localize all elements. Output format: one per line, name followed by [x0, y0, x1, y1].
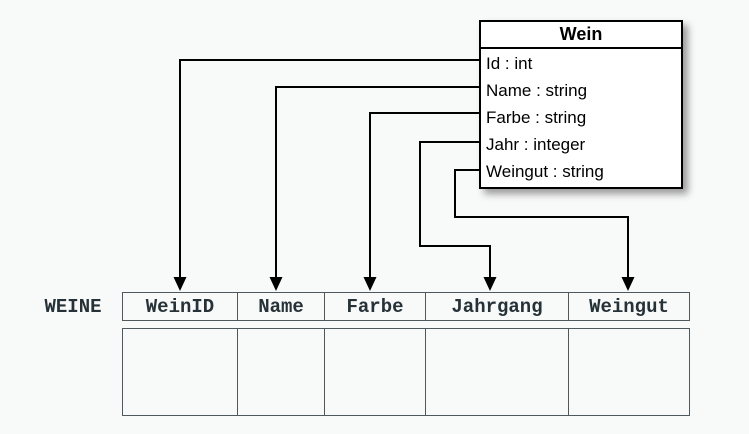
column-header: Farbe	[325, 293, 426, 320]
column-header: Jahrgang	[426, 293, 569, 320]
class-attribute: Id : int	[486, 54, 533, 73]
mapping-connector-farbe	[369, 112, 479, 278]
column-header: WeinID	[123, 293, 238, 320]
arrow-down-icon	[173, 277, 187, 291]
arrow-down-icon	[621, 277, 635, 291]
column-header: Name	[238, 293, 325, 320]
table-cell-empty	[426, 329, 569, 415]
class-attribute: Name : string	[486, 81, 588, 100]
table-empty-row	[122, 328, 690, 416]
table-name-label: WEINE	[44, 295, 102, 318]
uml-class-box: Wein Id : int Name : string Farbe : stri…	[479, 20, 683, 189]
mapping-connector-name	[275, 86, 479, 278]
class-attribute: Weingut : string	[486, 162, 604, 181]
table-cell-empty	[123, 329, 238, 415]
mapping-connector-id	[179, 59, 479, 278]
class-attribute: Farbe : string	[486, 108, 587, 127]
table-cell-empty	[569, 329, 689, 415]
table-cell-empty	[325, 329, 426, 415]
column-header: Weingut	[589, 295, 669, 318]
table-cell-empty	[238, 329, 325, 415]
class-title: Wein	[481, 22, 681, 49]
arrow-down-icon	[363, 277, 377, 291]
class-attribute-list: Id : int Name : string Farbe : string Ja…	[481, 49, 681, 187]
table-header-row: WeinID Name Farbe Jahrgang Weingut	[122, 292, 690, 321]
arrow-down-icon	[483, 277, 497, 291]
arrow-down-icon	[269, 277, 283, 291]
class-attribute: Jahr : integer	[486, 135, 586, 154]
